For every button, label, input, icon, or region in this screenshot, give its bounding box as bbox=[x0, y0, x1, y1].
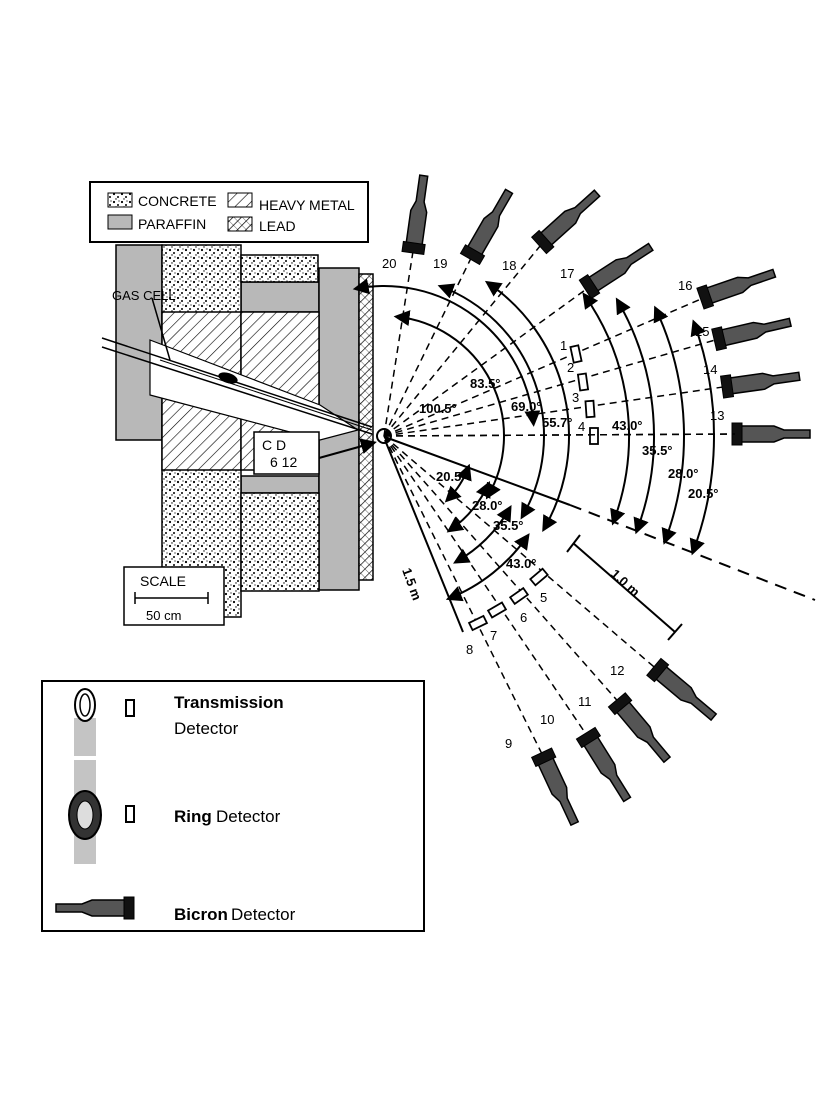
bicron-detector-icon bbox=[575, 726, 638, 806]
cd-box bbox=[253, 431, 320, 475]
detector-number: 11 bbox=[578, 694, 592, 709]
scale-box: SCALE 50 cm bbox=[123, 566, 225, 626]
bicron-detector-icon bbox=[719, 364, 802, 399]
small-detector-icon bbox=[576, 372, 590, 392]
angle-28-0-upper: 28.0° bbox=[668, 466, 699, 481]
bicron-rest: Detector bbox=[231, 905, 296, 924]
bicron-detector-icon bbox=[710, 310, 794, 352]
cd-values: 6 12 bbox=[270, 454, 297, 470]
detector-legend: Transmission Detector Ring Detector Bicr… bbox=[41, 680, 425, 932]
detector-number: 12 bbox=[610, 663, 624, 678]
bicron-detector-icon bbox=[578, 236, 658, 300]
detector-number: 9 bbox=[505, 736, 512, 751]
heavy-metal-label: HEAVY METAL bbox=[259, 197, 355, 213]
angle-43-0-lower: 43.0° bbox=[506, 556, 537, 571]
scale-value: 50 cm bbox=[146, 608, 181, 623]
transmission-symbol-icon bbox=[125, 699, 135, 717]
detector-number: 20 bbox=[382, 256, 396, 271]
scale-title: SCALE bbox=[140, 573, 186, 589]
small-detector-icon bbox=[569, 344, 583, 364]
angle-28-0-lower: 28.0° bbox=[472, 498, 503, 513]
concrete-label: CONCRETE bbox=[138, 193, 217, 209]
distance-1-0m: 1.0 m bbox=[608, 566, 643, 599]
paraffin-label: PARAFFIN bbox=[138, 216, 206, 232]
detector-number: 4 bbox=[578, 419, 585, 434]
shielding-structure: GAS CELL C D 6 12 bbox=[101, 244, 392, 618]
detector-number: 3 bbox=[572, 390, 579, 405]
small-detector-icon bbox=[486, 601, 508, 619]
detector-number: 18 bbox=[502, 258, 516, 273]
angle-55-7: 55.7° bbox=[542, 415, 573, 430]
transmission-ring-icon bbox=[74, 688, 96, 722]
detector-number: 1 bbox=[560, 338, 567, 353]
angle-35-5-upper: 35.5° bbox=[642, 443, 673, 458]
detectors bbox=[401, 173, 811, 829]
transmission-bold: Transmission bbox=[174, 693, 284, 712]
ring-bold: Ring bbox=[174, 807, 212, 826]
angle-20-5-upper: 20.5° bbox=[688, 486, 719, 501]
detector-rays bbox=[383, 239, 741, 761]
distance-1-5m: 1.5 m bbox=[399, 566, 424, 602]
bicron-detector-icon bbox=[530, 184, 606, 255]
detector-number: 5 bbox=[540, 590, 547, 605]
transmission-body-icon bbox=[74, 718, 96, 756]
bicron-detector-icon bbox=[401, 173, 436, 256]
detector-number: 6 bbox=[520, 610, 527, 625]
detector-number: 10 bbox=[540, 712, 554, 727]
bicron-detector-icon bbox=[731, 422, 811, 446]
transmission-rest: Detector bbox=[174, 719, 239, 738]
angle-20-5-lower: 20.5° bbox=[436, 469, 467, 484]
heavy-metal-swatch bbox=[227, 192, 253, 208]
small-detector-icon bbox=[508, 586, 530, 606]
angle-43-0-upper: 43.0° bbox=[612, 418, 643, 433]
small-detector-icon bbox=[584, 399, 596, 419]
ring-symbol-icon bbox=[125, 805, 135, 823]
gas-cell-label: GAS CELL bbox=[112, 288, 176, 303]
small-detector-icon bbox=[467, 614, 489, 632]
concrete-swatch bbox=[107, 192, 133, 208]
ring-rest: Detector bbox=[216, 807, 281, 826]
material-legend: CONCRETE PARAFFIN HEAVY METAL LEAD bbox=[89, 181, 369, 243]
angle-100-5: 100.5° bbox=[419, 401, 457, 416]
bicron-detector-icon bbox=[530, 747, 586, 829]
lead-swatch bbox=[227, 216, 253, 232]
cd-header: C D bbox=[262, 437, 286, 453]
small-detector-icon bbox=[589, 427, 599, 445]
detector-number: 2 bbox=[567, 360, 574, 375]
lead-label: LEAD bbox=[259, 218, 296, 234]
detector-number: 17 bbox=[560, 266, 574, 281]
detector-number: 19 bbox=[433, 256, 447, 271]
detector-number: 16 bbox=[678, 278, 692, 293]
angle-83-5: 83.5° bbox=[470, 376, 501, 391]
bicron-detector-icon bbox=[607, 692, 677, 768]
angle-arcs bbox=[352, 278, 715, 602]
bicron-detector-icon bbox=[646, 657, 722, 727]
angle-35-5-lower: 35.5° bbox=[493, 518, 524, 533]
bicron-detector-icon bbox=[696, 262, 779, 310]
angle-labels-upper: 83.5° 100.5° 69.0° 55.7° 43.0° 35.5° 28.… bbox=[419, 376, 719, 501]
small-detector-icon bbox=[529, 567, 549, 587]
bicron-detector-icon bbox=[459, 185, 520, 266]
paraffin-swatch bbox=[107, 214, 133, 230]
detector-number: 8 bbox=[466, 642, 473, 657]
angle-labels-lower: 20.5° 28.0° 35.5° 43.0° bbox=[436, 469, 537, 571]
detector-number: 7 bbox=[490, 628, 497, 643]
bicron-bold: Bicron bbox=[174, 905, 228, 924]
angle-69-0: 69.0° bbox=[511, 399, 542, 414]
